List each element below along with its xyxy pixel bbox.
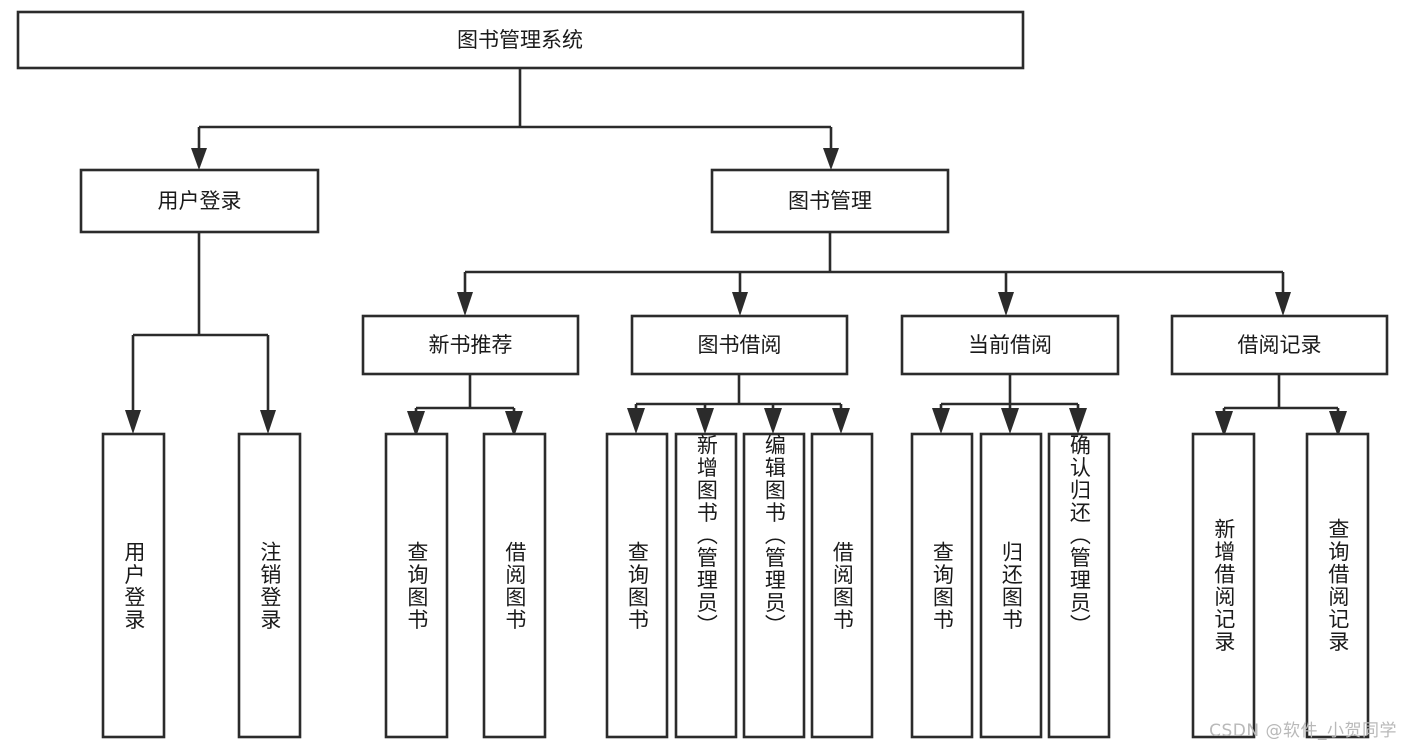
- leaf-box-add-record[interactable]: [1191, 432, 1256, 739]
- arrowhead-leaf-add-record: [1215, 411, 1233, 437]
- arrowhead-leaf-confirm-return: [1069, 408, 1087, 434]
- node-root-label: 图书管理系统: [457, 28, 583, 52]
- connector-borrow-record-to-leaves: [1215, 374, 1347, 437]
- connector-current-borrow-to-leaves: [932, 374, 1087, 434]
- leaf-box-borrow-book-1[interactable]: [482, 432, 547, 739]
- arrowhead-leaf-user-login: [125, 410, 141, 434]
- arrowhead-to-book-manage: [823, 148, 839, 170]
- connector-book-manage-to-level3: [457, 232, 1291, 316]
- leaf-box-query-book-3[interactable]: [910, 432, 974, 739]
- leaf-box-confirm-return[interactable]: [1047, 432, 1111, 739]
- node-current-borrow[interactable]: 当前借阅: [900, 314, 1120, 376]
- node-new-book-rec-box[interactable]: [361, 314, 580, 376]
- node-borrow-record[interactable]: 借阅记录: [1170, 314, 1389, 376]
- node-new-book-rec-label: 新书推荐: [429, 333, 513, 357]
- leaf-box-return-book[interactable]: [979, 432, 1043, 739]
- connector-new-book-rec-to-leaves: [407, 374, 523, 437]
- arrowhead-leaf-return-book: [1001, 408, 1019, 434]
- arrowhead-leaf-query-book-2: [627, 408, 645, 434]
- connector-user-login-to-leaves: [125, 232, 276, 434]
- node-book-borrow-box[interactable]: [630, 314, 849, 376]
- node-book-manage-label: 图书管理: [788, 189, 872, 213]
- node-book-borrow-label: 图书借阅: [698, 333, 782, 357]
- leaf-box-query-record[interactable]: [1305, 432, 1370, 739]
- leaf-box-edit-book[interactable]: [742, 432, 806, 739]
- arrowhead-leaf-logout-login: [260, 410, 276, 434]
- node-current-borrow-box[interactable]: [900, 314, 1120, 376]
- arrowhead-to-new-book-rec: [457, 292, 473, 316]
- node-new-book-rec[interactable]: 新书推荐: [361, 314, 580, 376]
- arrowhead-leaf-query-book-1: [407, 411, 425, 437]
- arrowhead-leaf-query-book-3: [932, 408, 950, 434]
- leaf-box-user-login[interactable]: [101, 432, 166, 739]
- node-user-login-label: 用户登录: [158, 189, 242, 213]
- leaf-box-borrow-book-2[interactable]: [810, 432, 874, 739]
- arrowhead-leaf-edit-book: [764, 408, 782, 434]
- arrowhead-to-borrow-record: [1275, 292, 1291, 316]
- arrowhead-to-book-borrow: [732, 292, 748, 316]
- arrowhead-leaf-add-book: [696, 408, 714, 434]
- arrowhead-to-current-borrow: [998, 292, 1014, 316]
- node-book-manage-box[interactable]: [710, 168, 950, 234]
- connector-root-to-level2: [191, 68, 839, 170]
- leaf-box-logout-login[interactable]: [237, 432, 302, 739]
- leaf-box-query-book-2[interactable]: [605, 432, 669, 739]
- arrowhead-leaf-borrow-book-1: [505, 411, 523, 437]
- node-book-manage[interactable]: 图书管理: [710, 168, 950, 234]
- node-root-box[interactable]: [16, 10, 1025, 70]
- arrowhead-leaf-borrow-book-2: [832, 408, 850, 434]
- node-borrow-record-box[interactable]: [1170, 314, 1389, 376]
- leaf-box-query-book-1[interactable]: [384, 432, 449, 739]
- leaf-box-add-book[interactable]: [674, 432, 738, 739]
- node-root[interactable]: 图书管理系统: [16, 10, 1025, 70]
- node-user-login[interactable]: 用户登录: [79, 168, 320, 234]
- arrowhead-to-user-login: [191, 148, 207, 170]
- connector-book-borrow-to-leaves: [627, 374, 850, 434]
- node-borrow-record-label: 借阅记录: [1238, 333, 1322, 357]
- node-book-borrow[interactable]: 图书借阅: [630, 314, 849, 376]
- arrowhead-leaf-query-record: [1329, 411, 1347, 437]
- node-current-borrow-label: 当前借阅: [968, 333, 1052, 357]
